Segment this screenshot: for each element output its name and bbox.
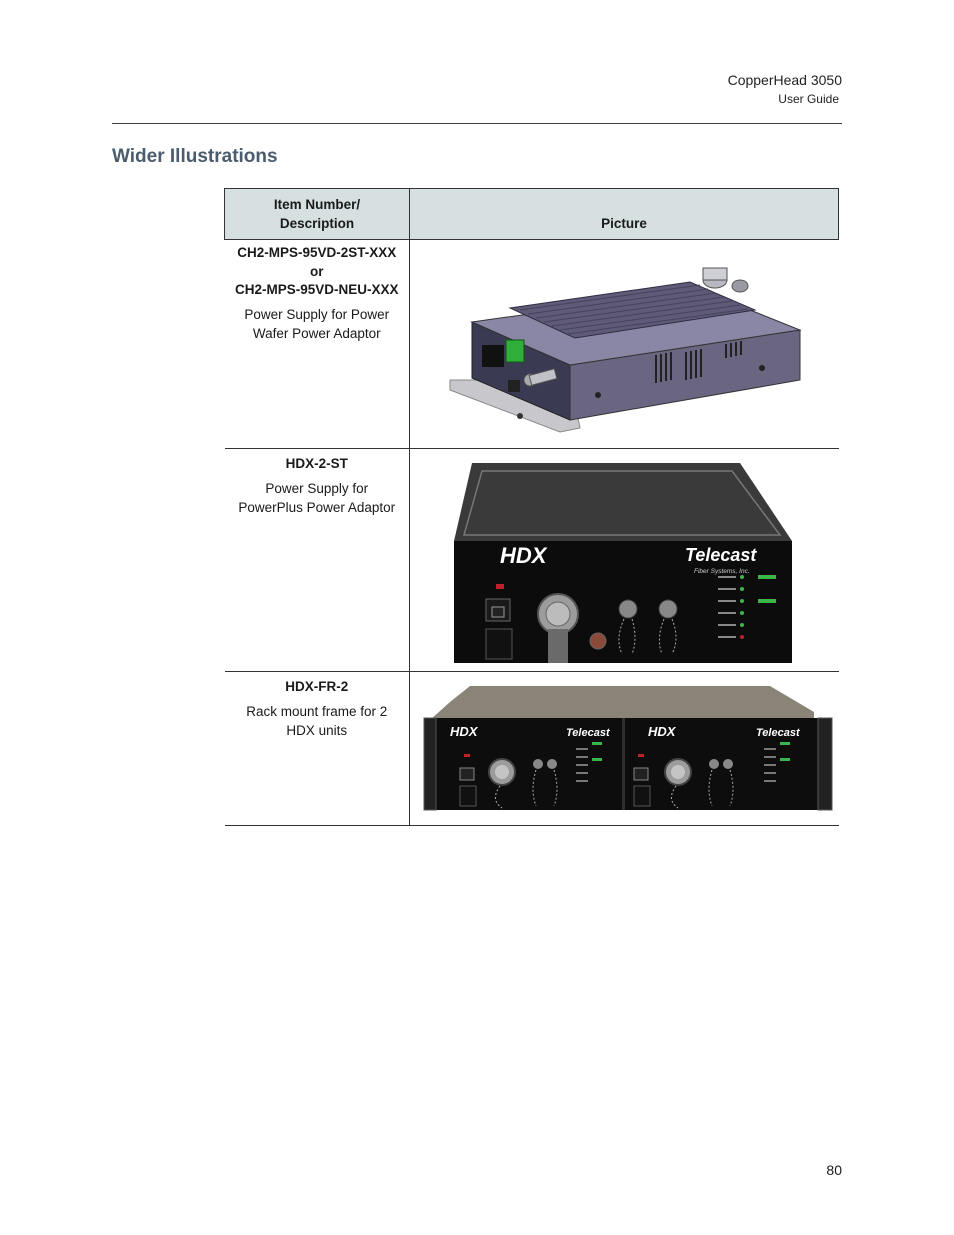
item-description-cell: CH2-MPS-95VD-2ST-XXX or CH2-MPS-95VD-NEU… [224, 239, 410, 449]
items-table: Item Number/ Description Picture CH2-MPS… [224, 188, 839, 826]
table-row: HDX-FR-2 Rack mount frame for 2 HDX unit… [224, 671, 839, 826]
document-subtitle: User Guide [778, 92, 839, 106]
item-picture-cell: HDX Telecast HDX Telecast [409, 671, 839, 826]
section-heading: Wider Illustrations [112, 146, 278, 167]
hdx-brand-label: HDX [500, 543, 548, 568]
item-picture-cell: HDX Telecast Fiber Systems, Inc. [409, 448, 839, 672]
item-column-header: Item Number/ Description [224, 188, 410, 240]
hdx-brand-label-right: HDX [648, 724, 677, 739]
page-number: 80 [826, 1162, 842, 1178]
item-description-line: Rack mount frame for 2 [246, 703, 388, 719]
hdx-brand-label-left: HDX [450, 724, 479, 739]
hdx-unit-image: HDX Telecast Fiber Systems, Inc. [454, 463, 792, 663]
item-description-line: Power Supply for Power [244, 306, 390, 322]
item-description-line: Power Supply for [265, 480, 369, 496]
table-row: CH2-MPS-95VD-2ST-XXX or CH2-MPS-95VD-NEU… [224, 239, 839, 449]
item-header-line-2: Description [279, 216, 355, 231]
telecast-brand-label-right: Telecast [756, 727, 801, 739]
item-code-separator: or [310, 263, 324, 279]
picture-column-header: Picture [409, 188, 839, 240]
item-code: HDX-2-ST [285, 456, 348, 471]
hdx-rack-frame-image: HDX Telecast HDX Telecast [423, 686, 833, 811]
table-row: HDX-2-ST Power Supply for PowerPlus Powe… [224, 448, 839, 672]
item-description-cell: HDX-2-ST Power Supply for PowerPlus Powe… [224, 448, 410, 672]
power-supply-enclosure-image [449, 267, 802, 433]
table-header-row: Item Number/ Description Picture [224, 188, 839, 240]
item-code: CH2-MPS-95VD-NEU-XXX [234, 282, 399, 297]
item-header-line-1: Item Number/ [273, 197, 361, 212]
document-title: CopperHead 3050 [727, 72, 842, 88]
item-code: HDX-FR-2 [285, 679, 349, 694]
telecast-brand-label-left: Telecast [566, 727, 611, 739]
telecast-brand-label: Telecast [685, 545, 757, 565]
item-description-line: PowerPlus Power Adaptor [238, 499, 396, 515]
item-description-cell: HDX-FR-2 Rack mount frame for 2 HDX unit… [224, 671, 410, 826]
item-code: CH2-MPS-95VD-2ST-XXX [237, 245, 397, 260]
telecast-sub-label: Fiber Systems, Inc. [694, 568, 750, 575]
header-divider [112, 123, 842, 124]
item-description-line: HDX units [286, 722, 348, 738]
item-picture-cell [409, 239, 839, 449]
item-description-line: Wafer Power Adaptor [252, 325, 381, 341]
